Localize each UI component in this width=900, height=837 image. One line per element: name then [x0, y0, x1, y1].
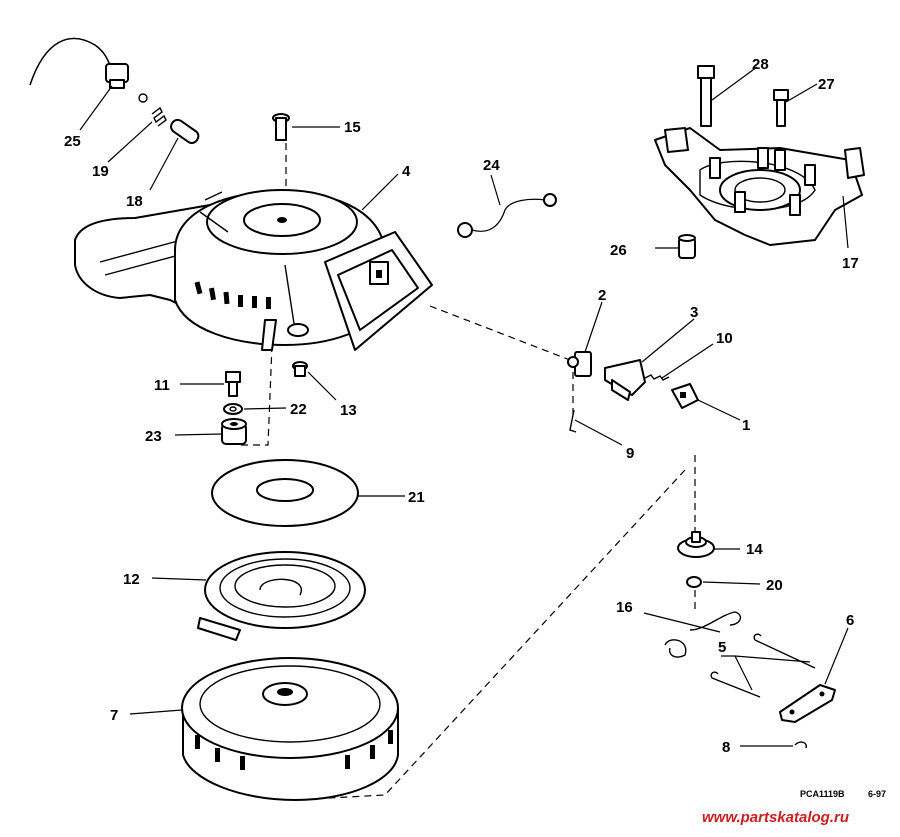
callout-25: 25: [64, 133, 81, 150]
callout-13: 13: [340, 402, 357, 419]
date-code: 6-97: [868, 789, 886, 799]
watermark-link[interactable]: www.partskatalog.ru: [702, 809, 849, 826]
spring-part-16: [664, 611, 742, 658]
link-rod-part-9: [569, 409, 577, 433]
callout-27: 27: [818, 76, 835, 93]
plunger-part-18: [170, 118, 200, 144]
ground-wire-part-24: [457, 193, 557, 238]
spring-part-19: [151, 106, 167, 127]
callout-23: 23: [145, 428, 162, 445]
bracket-part-17: [654, 127, 865, 246]
callout-9: 9: [626, 445, 634, 462]
screw-part-15: [272, 113, 290, 141]
spring-part-10: [644, 374, 670, 381]
drawing-code: PCA1119B: [800, 789, 845, 799]
bolt-part-28: [697, 65, 715, 127]
callout-7: 7: [110, 707, 118, 724]
callout-11: 11: [154, 377, 170, 394]
retainer-part-14: [677, 531, 715, 558]
springs-part-5: [710, 633, 816, 698]
screw-part-13: [292, 361, 308, 377]
plate-part-21: [211, 459, 359, 527]
choke-cable-part-25: [29, 37, 148, 103]
callout-19: 19: [92, 163, 109, 180]
callout-14: 14: [746, 541, 763, 558]
callout-6: 6: [846, 612, 854, 629]
callout-8: 8: [722, 739, 730, 756]
callout-16: 16: [616, 599, 633, 616]
lever-part-3: [604, 359, 646, 401]
callout-10: 10: [716, 330, 733, 347]
clip-part-8: [794, 741, 807, 749]
callout-numbers: 25 19 18 15 4 24 28 27 26 17 2 3 10 1 9 …: [64, 56, 859, 756]
washer-part-22: [223, 403, 243, 415]
callout-2: 2: [598, 287, 606, 304]
callout-17: 17: [842, 255, 859, 272]
callout-24: 24: [483, 157, 500, 174]
bolt-part-27: [773, 89, 789, 127]
callout-1: 1: [742, 417, 750, 434]
callout-4: 4: [402, 163, 411, 180]
nut-part-20: [686, 576, 702, 588]
callout-20: 20: [766, 577, 783, 594]
screw-part-11: [225, 371, 241, 397]
callout-26: 26: [610, 242, 627, 259]
callout-21: 21: [408, 489, 425, 506]
bushing-part-26: [678, 234, 696, 259]
pulley-part-7: [181, 657, 399, 801]
callout-22: 22: [290, 401, 307, 418]
starter-housing-part-4: [74, 189, 433, 351]
callout-3: 3: [690, 304, 698, 321]
pawl-part-6: [779, 684, 836, 723]
callout-18: 18: [126, 193, 143, 210]
spacer-part-23: [221, 418, 247, 445]
pivot-part-2: [567, 351, 592, 377]
rewind-spring-part-12: [197, 551, 366, 641]
callout-12: 12: [123, 571, 140, 588]
clip-part-1: [671, 383, 699, 409]
leader-lines: [79, 66, 849, 747]
callout-15: 15: [344, 119, 361, 136]
callout-5: 5: [718, 639, 726, 656]
callout-28: 28: [752, 56, 769, 73]
